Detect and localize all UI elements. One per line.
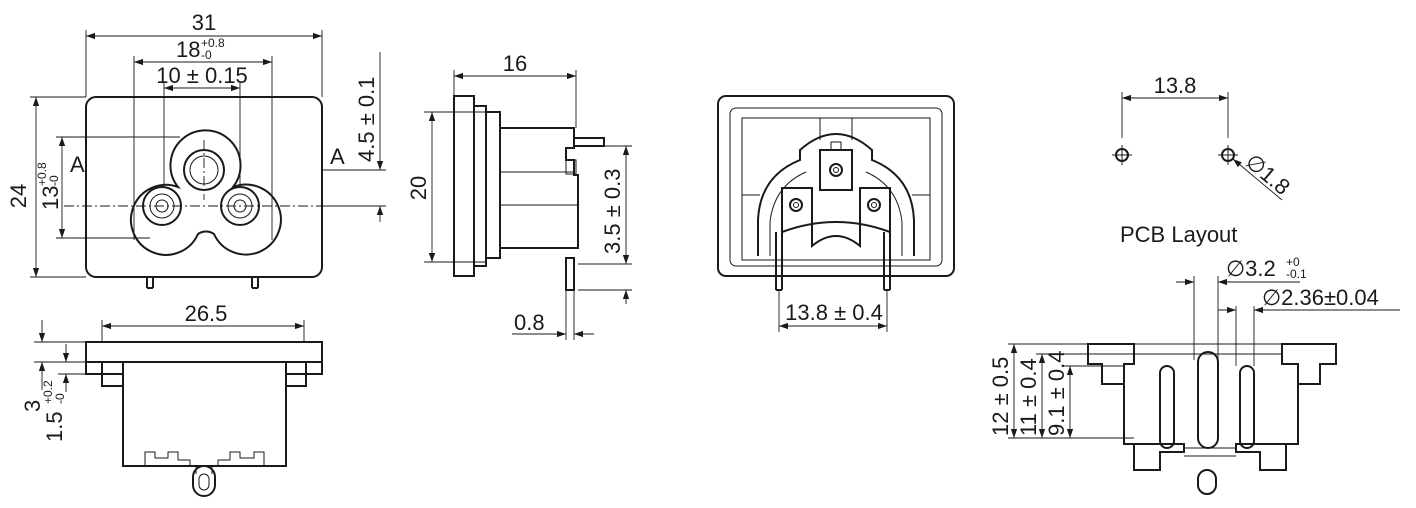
dim-pin-spread-main: 18 (176, 37, 200, 62)
svg-text:-0: -0 (201, 48, 212, 62)
front-body-outline (85, 96, 323, 278)
section-view: ∅3.2 +0 -0.1 ∅2.36±0.04 12 ± 0.5 11 ± 0.… (988, 255, 1400, 495)
dim-pin-spread-inner: 10 ± 0.15 (156, 63, 248, 88)
side-view: 16 20 3.5 ± 0.3 0.8 (406, 51, 632, 340)
dim-pin-offset: 3.5 ± 0.3 (600, 169, 625, 254)
svg-text:-0: -0 (47, 175, 61, 186)
dim-pin-thickness: 0.8 (514, 310, 545, 335)
dim-width: 31 (192, 10, 216, 35)
pcb-layout: 13.8 ∅1.8 PCB Layout (1112, 73, 1295, 247)
dim-bottom-thickness: 3 (20, 400, 45, 412)
svg-text:+0.2: +0.2 (41, 380, 55, 404)
svg-text:-0.1: -0.1 (1286, 267, 1307, 281)
front-view: 31 18 +0.8 -0 10 ± 0.15 24 13 +0.8 -0 4.… (6, 10, 386, 289)
dim-bottom-flange: 1.5 (42, 411, 67, 442)
dim-height: 24 (6, 184, 31, 208)
dim-height-inner: 9.1 ± 0.4 (1044, 351, 1069, 436)
pcb-layout-title: PCB Layout (1120, 222, 1237, 247)
bottom-view: 26.5 3 1.5 +0.2 -0 (20, 301, 323, 497)
svg-text:+0.8: +0.8 (35, 162, 49, 186)
dim-pcb-hole-spacing: 13.8 (1154, 73, 1197, 98)
dim-hole-offset: 13 (38, 186, 63, 210)
socket-cloverleaf (130, 129, 282, 256)
section-mark-left: A (70, 152, 85, 177)
svg-text:-0: -0 (53, 393, 67, 404)
svg-text:+0: +0 (1286, 255, 1300, 269)
rear-view: 13.8 ± 0.4 (717, 95, 955, 332)
dim-height-mid: 11 ± 0.4 (1016, 358, 1041, 436)
dim-rear-pin-spacing: 13.8 ± 0.4 (785, 300, 883, 325)
dim-depth: 16 (503, 51, 527, 76)
dim-pcb-hole-diameter: ∅1.8 (1241, 149, 1295, 200)
svg-text:+0.8: +0.8 (201, 36, 225, 50)
section-mark-right: A (330, 144, 345, 169)
dim-top-offset: 4.5 ± 0.1 (354, 77, 379, 162)
dim-side-height: 20 (406, 176, 431, 200)
dim-height-overall: 12 ± 0.5 (988, 357, 1013, 436)
dim-contact-diameter: ∅3.2 (1226, 256, 1276, 281)
dim-bottom-width: 26.5 (185, 301, 228, 326)
dim-pin-diameter: ∅2.36±0.04 (1262, 285, 1379, 310)
